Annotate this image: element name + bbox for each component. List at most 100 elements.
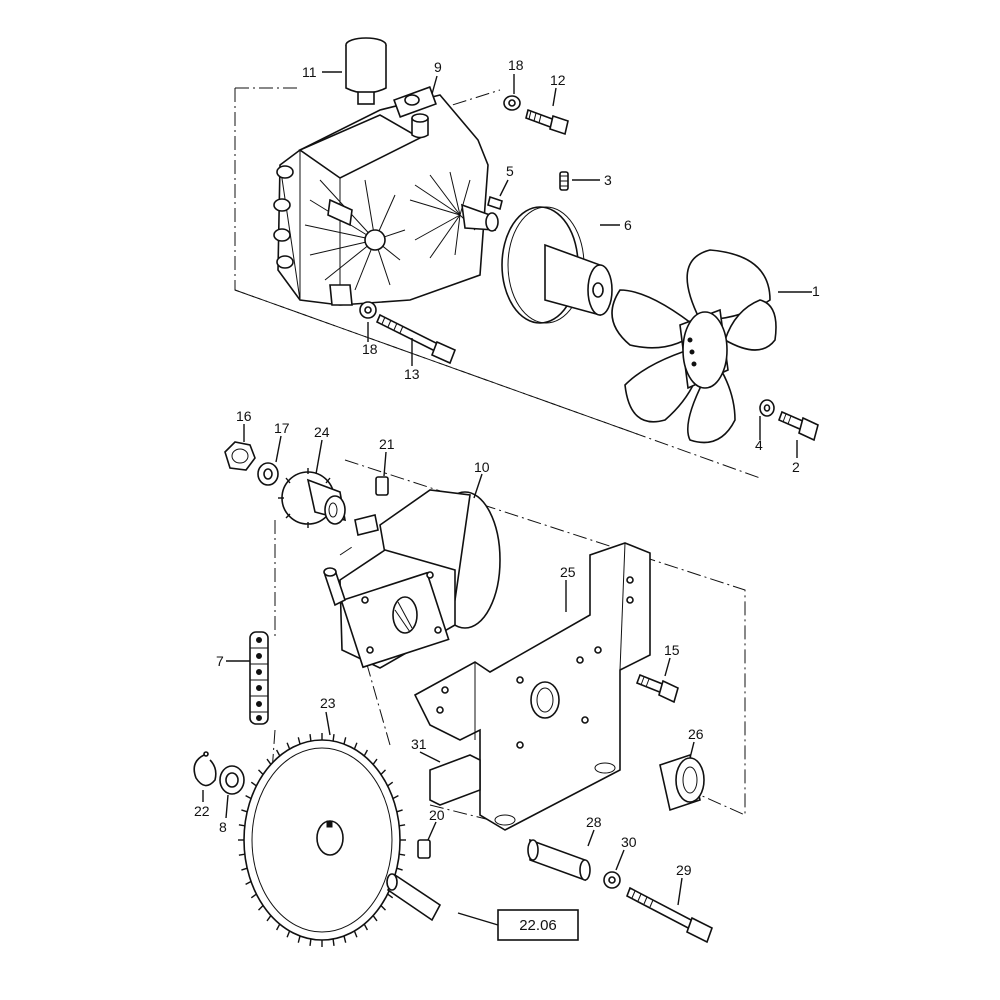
label-part-29: 29 (676, 862, 692, 878)
sprocket-tooth (297, 935, 301, 943)
sprocket-tooth (343, 935, 347, 943)
set-screw-part (559, 171, 569, 191)
chain-part (249, 631, 269, 725)
sprocket-tooth (380, 905, 386, 911)
label-part-31: 31 (411, 736, 427, 752)
sprocket-tooth (250, 781, 257, 787)
reference-box: 22.06 (497, 909, 579, 941)
sprocket-tooth (238, 824, 245, 827)
pin-28-part (527, 838, 591, 882)
label-part-28: 28 (586, 814, 602, 830)
label-part-23: 23 (320, 695, 336, 711)
label-part-4: 4 (755, 437, 763, 453)
label-part-13: 13 (404, 366, 420, 382)
washer-lower-part (359, 301, 377, 319)
small-sprocket-part (278, 468, 347, 528)
washer-4-part (759, 399, 775, 417)
sprocket-tooth (396, 867, 403, 871)
sprocket-tooth (245, 880, 252, 886)
key-5-part (487, 195, 503, 211)
label-part-10: 10 (474, 459, 490, 475)
washer-upper-part (503, 95, 521, 111)
sprocket-tooth (396, 809, 403, 813)
washer-17-part (257, 462, 279, 486)
sprocket-tooth (275, 923, 281, 931)
label-part-17: 17 (274, 420, 290, 436)
fan-part (611, 249, 777, 444)
reference-box-label: 22.06 (519, 917, 557, 934)
label-part-22: 22 (194, 803, 210, 819)
key-21-part (375, 476, 389, 496)
sprocket-tooth (372, 915, 378, 922)
label-part-25: 25 (560, 564, 576, 580)
sprocket-tooth (258, 905, 264, 911)
label-part-2: 2 (792, 459, 800, 475)
sprocket-tooth (392, 794, 399, 800)
circlip-part (193, 751, 217, 787)
mounting-plate-part (413, 542, 651, 831)
sprocket-tooth (363, 923, 369, 931)
sprocket-tooth (266, 915, 272, 922)
label-part-18-lower: 18 (362, 341, 378, 357)
bracket-31-part (429, 754, 481, 806)
label-part-30: 30 (621, 834, 637, 850)
label-part-1: 1 (812, 283, 820, 299)
label-part-21: 21 (379, 436, 395, 452)
large-sprocket-part (238, 733, 406, 947)
sprocket-tooth (372, 758, 378, 765)
label-part-7: 7 (216, 653, 224, 669)
sprocket-tooth (286, 930, 291, 938)
oil-cap-part (345, 37, 387, 105)
label-part-8: 8 (219, 819, 227, 835)
sprocket-tooth (332, 734, 335, 742)
label-part-6: 6 (624, 217, 632, 233)
sprocket-tooth (309, 938, 312, 946)
sprocket-tooth (332, 938, 335, 946)
label-part-11: 11 (302, 64, 317, 80)
gearbox-part (273, 86, 499, 306)
label-part-15: 15 (664, 642, 680, 658)
washer-30-part (603, 871, 621, 889)
label-part-24: 24 (314, 424, 330, 440)
nut-part (224, 441, 256, 471)
label-part-3: 3 (604, 172, 612, 188)
bolt-29-part (626, 886, 713, 944)
bolt-12-part (525, 108, 569, 136)
sprocket-tooth (309, 734, 312, 742)
sprocket-tooth (380, 769, 386, 775)
sprocket-tooth (399, 824, 406, 827)
sprocket-tooth (286, 742, 291, 750)
sprocket-tooth (245, 794, 252, 800)
sprocket-tooth (353, 742, 358, 750)
leader-lines (202, 71, 812, 926)
bushing-part (659, 753, 705, 812)
sprocket-tooth (387, 781, 394, 787)
label-part-20: 20 (429, 807, 445, 823)
bolt-13-part (375, 313, 457, 365)
label-part-16: 16 (236, 408, 252, 424)
sprocket-tooth (258, 769, 264, 775)
sprocket-tooth (241, 809, 248, 813)
washer-8-part (219, 765, 245, 795)
sprocket-tooth (387, 893, 394, 899)
key-20-part (417, 839, 431, 859)
sprocket-tooth (241, 867, 248, 871)
label-part-26: 26 (688, 726, 704, 742)
sprocket-tooth (238, 853, 245, 856)
pulley-part (501, 206, 613, 324)
part-labels: 1 2 3 4 5 6 7 8 9 10 11 12 13 15 16 17 1… (194, 57, 820, 878)
sprocket-tooth (353, 930, 358, 938)
sprocket-tooth (275, 749, 281, 757)
label-part-9: 9 (434, 59, 442, 75)
sprocket-tooth (399, 853, 406, 856)
sprocket-tooth (266, 758, 272, 765)
shaft-reference-part (386, 873, 442, 922)
bolt-2-part (777, 410, 819, 442)
sprocket-tooth (343, 737, 347, 745)
label-part-5: 5 (506, 163, 514, 179)
sprocket-tooth (250, 893, 257, 899)
bolt-15-part (635, 673, 679, 704)
pump-unit-part (323, 489, 501, 669)
